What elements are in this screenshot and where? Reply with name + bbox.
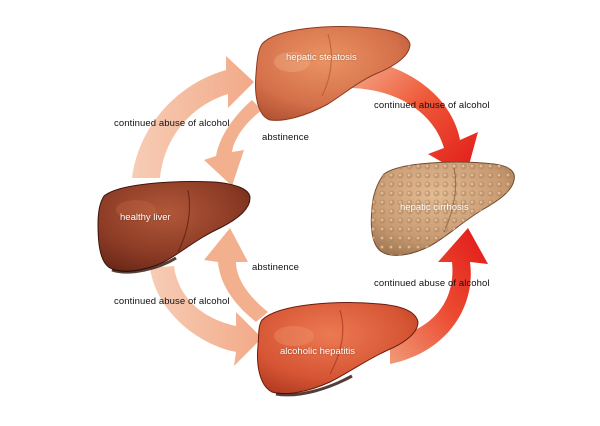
arrow-steatosis-to-healthy bbox=[204, 100, 262, 186]
arrow-steatosis-to-cirrhosis bbox=[352, 58, 478, 176]
label-steatosis-to-cirrhosis: continued abuse of alcohol bbox=[374, 100, 490, 111]
label-alcoholic-hepatitis: alcoholic hepatitis bbox=[280, 346, 355, 357]
arrow-healthy-to-hepatitis bbox=[150, 266, 262, 366]
label-healthy-to-hepatitis: continued abuse of alcohol bbox=[114, 296, 230, 307]
liver-cirrhosis bbox=[370, 161, 515, 256]
label-hepatitis-to-cirrhosis: continued abuse of alcohol bbox=[374, 278, 490, 289]
label-healthy-to-steatosis: continued abuse of alcohol bbox=[114, 118, 230, 129]
label-hepatic-cirrhosis: hepatic cirrhosis bbox=[400, 202, 469, 213]
liver-healthy bbox=[97, 181, 251, 274]
label-hepatitis-to-healthy: abstinence bbox=[252, 262, 299, 273]
label-healthy-liver: healthy liver bbox=[120, 212, 171, 223]
liver-hepatitis bbox=[257, 302, 419, 397]
label-hepatic-steatosis: hepatic steatosis bbox=[286, 52, 357, 63]
arrow-hepatitis-to-healthy bbox=[204, 228, 268, 322]
liver-steatosis bbox=[255, 26, 411, 121]
arrow-hepatitis-to-cirrhosis bbox=[390, 228, 488, 364]
arrow-healthy-to-steatosis bbox=[132, 56, 254, 178]
label-steatosis-to-healthy: abstinence bbox=[262, 132, 309, 143]
